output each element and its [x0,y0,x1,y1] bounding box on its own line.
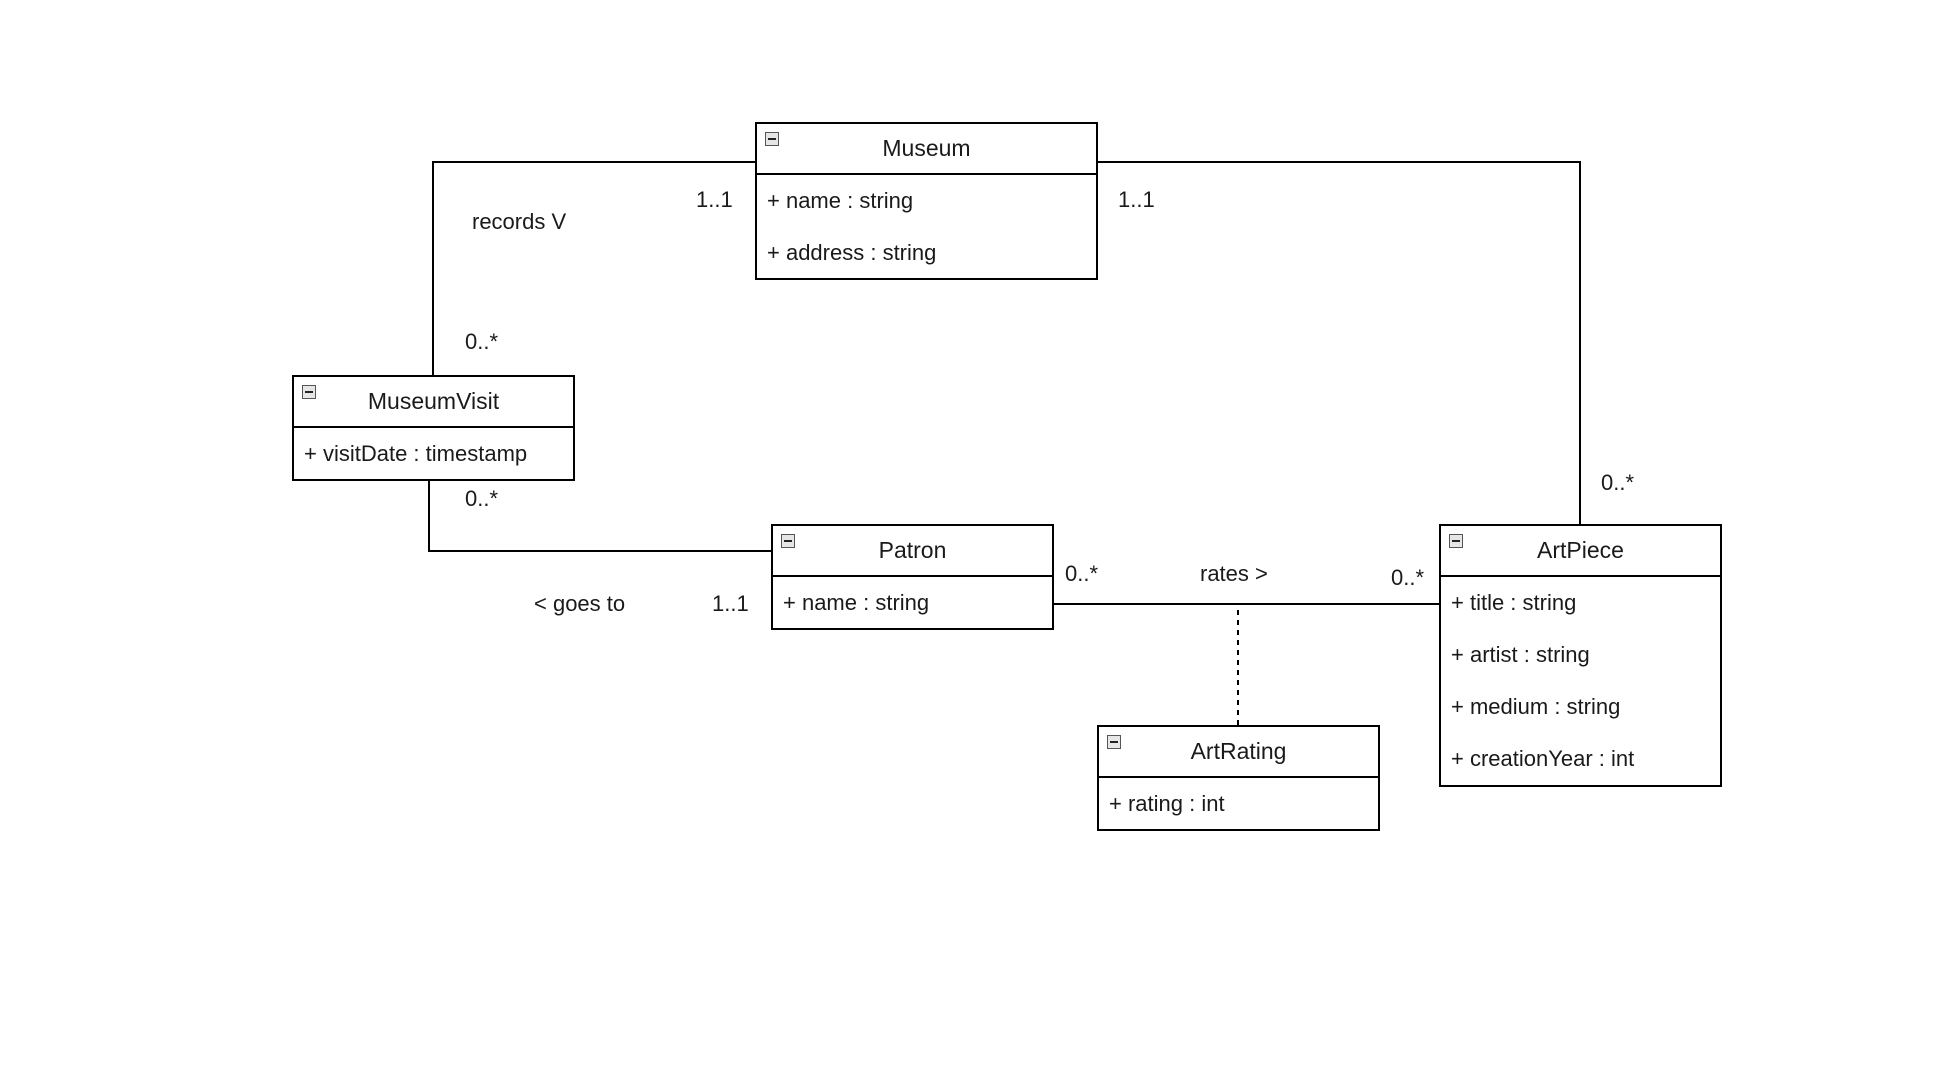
class-header: Patron [773,526,1052,577]
collapse-icon[interactable] [1449,534,1463,548]
multiplicity-label: 0..* [1065,561,1099,586]
rates-label[interactable]: rates > [1200,561,1268,586]
class-header: Museum [757,124,1096,175]
class-name: Museum [882,135,971,161]
multiplicity-label: 0..* [1391,565,1425,590]
goes-to-label[interactable]: < goes to [534,591,626,616]
attribute[interactable]: + medium : string [1451,694,1621,719]
museum-visit-class[interactable]: MuseumVisit + visitDate : timestamp [292,375,575,481]
museum-class[interactable]: Museum + name : string + address : strin… [755,122,1098,280]
museum-artpiece-association-line [1097,161,1581,525]
attribute[interactable]: + artist : string [1451,642,1590,667]
records-label[interactable]: records V [472,209,567,234]
class-name: MuseumVisit [367,388,500,414]
multiplicity-label: 1..1 [696,187,733,212]
multiplicity-label: 1..1 [1118,187,1155,212]
attribute[interactable]: + rating : int [1109,791,1225,816]
attribute[interactable]: + name : string [767,188,914,213]
records-association-line [432,161,756,376]
patron-class[interactable]: Patron + name : string [771,524,1054,630]
class-name: ArtPiece [1537,537,1624,563]
attribute[interactable]: + address : string [767,240,937,265]
goes-to-association-line [428,480,772,552]
collapse-icon[interactable] [302,385,316,399]
multiplicity-label: 0..* [465,486,499,511]
class-header: ArtRating [1099,727,1378,778]
art-piece-class[interactable]: ArtPiece + title : string + artist : str… [1439,524,1722,787]
multiplicity-label: 0..* [465,329,499,354]
attribute[interactable]: + visitDate : timestamp [304,441,528,466]
class-name: ArtRating [1190,738,1287,764]
attribute[interactable]: + name : string [783,590,930,615]
attribute[interactable]: + creationYear : int [1451,746,1635,771]
class-header: MuseumVisit [294,377,573,428]
multiplicity-label: 1..1 [712,591,749,616]
collapse-icon[interactable] [1107,735,1121,749]
art-rating-class[interactable]: ArtRating + rating : int [1097,725,1380,831]
attribute[interactable]: + title : string [1451,590,1577,615]
multiplicity-label: 0..* [1601,470,1635,495]
collapse-icon[interactable] [781,534,795,548]
class-name: Patron [878,537,947,563]
class-header: ArtPiece [1441,526,1720,577]
collapse-icon[interactable] [765,132,779,146]
